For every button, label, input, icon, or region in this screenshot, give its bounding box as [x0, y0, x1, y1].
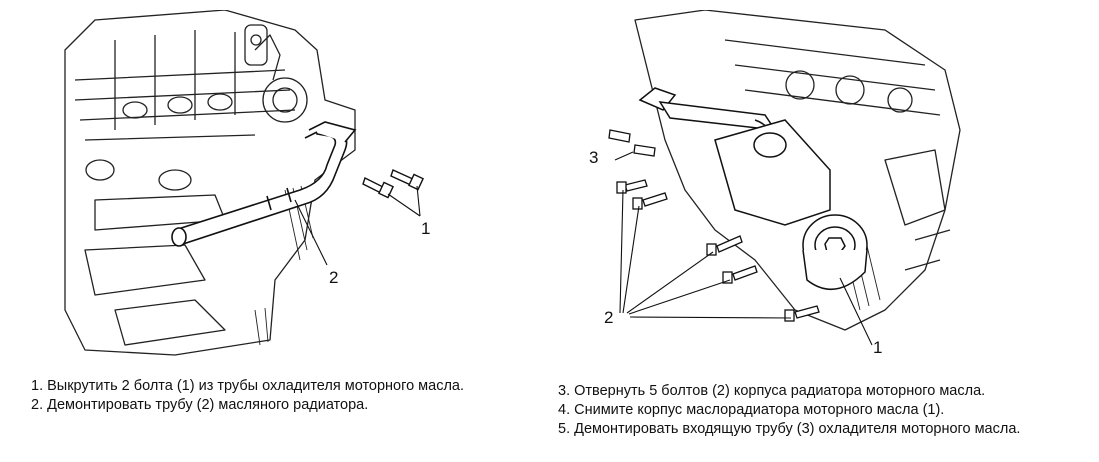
leader-line-1	[839, 277, 873, 346]
leader-line-2	[294, 199, 328, 266]
caption-step-5: 5. Демонтировать входящую трубу (3) охла…	[558, 421, 1021, 437]
leader-line-1b	[416, 185, 421, 217]
caption-step-1: 1. Выкрутить 2 болта (1) из трубы охлади…	[31, 378, 465, 394]
captions-right: 3. Отвернуть 5 болтов (2) корпуса радиат…	[558, 382, 1020, 439]
oil-cooler-pipe	[171, 121, 357, 247]
right-engine-illustration: 3 2 1	[585, 10, 965, 362]
caption-step-2: 2. Демонтировать трубу (2) масляного рад…	[31, 397, 369, 413]
engine-block-outline-right	[634, 10, 961, 331]
caption-step-4: 4. Снимите корпус маслорадиатора моторно…	[558, 402, 945, 418]
callout-2-right: 2	[604, 308, 613, 327]
oil-cooler-housing-1	[714, 119, 868, 291]
leader-line-3	[614, 151, 634, 161]
callout-3-right: 3	[589, 148, 598, 167]
inlet-pipe-bolts-3	[608, 129, 656, 157]
caption-step-3: 3. Отвернуть 5 болтов (2) корпуса радиат…	[558, 383, 986, 399]
leader-line-2a	[619, 189, 624, 314]
right-engine-drawing: 3 2 1	[589, 10, 961, 357]
engine-block-outline	[64, 10, 356, 356]
callout-1-right: 1	[873, 338, 882, 357]
leader-line-1a	[387, 193, 421, 217]
left-engine-illustration: 1 2	[55, 10, 465, 362]
left-engine-drawing: 1 2	[64, 10, 430, 356]
bolts-2	[616, 179, 820, 322]
bolts-1	[362, 169, 424, 199]
callout-2-left: 2	[329, 268, 338, 287]
captions-left: 1. Выкрутить 2 болта (1) из трубы охлади…	[31, 377, 464, 415]
callout-1-left: 1	[421, 219, 430, 238]
